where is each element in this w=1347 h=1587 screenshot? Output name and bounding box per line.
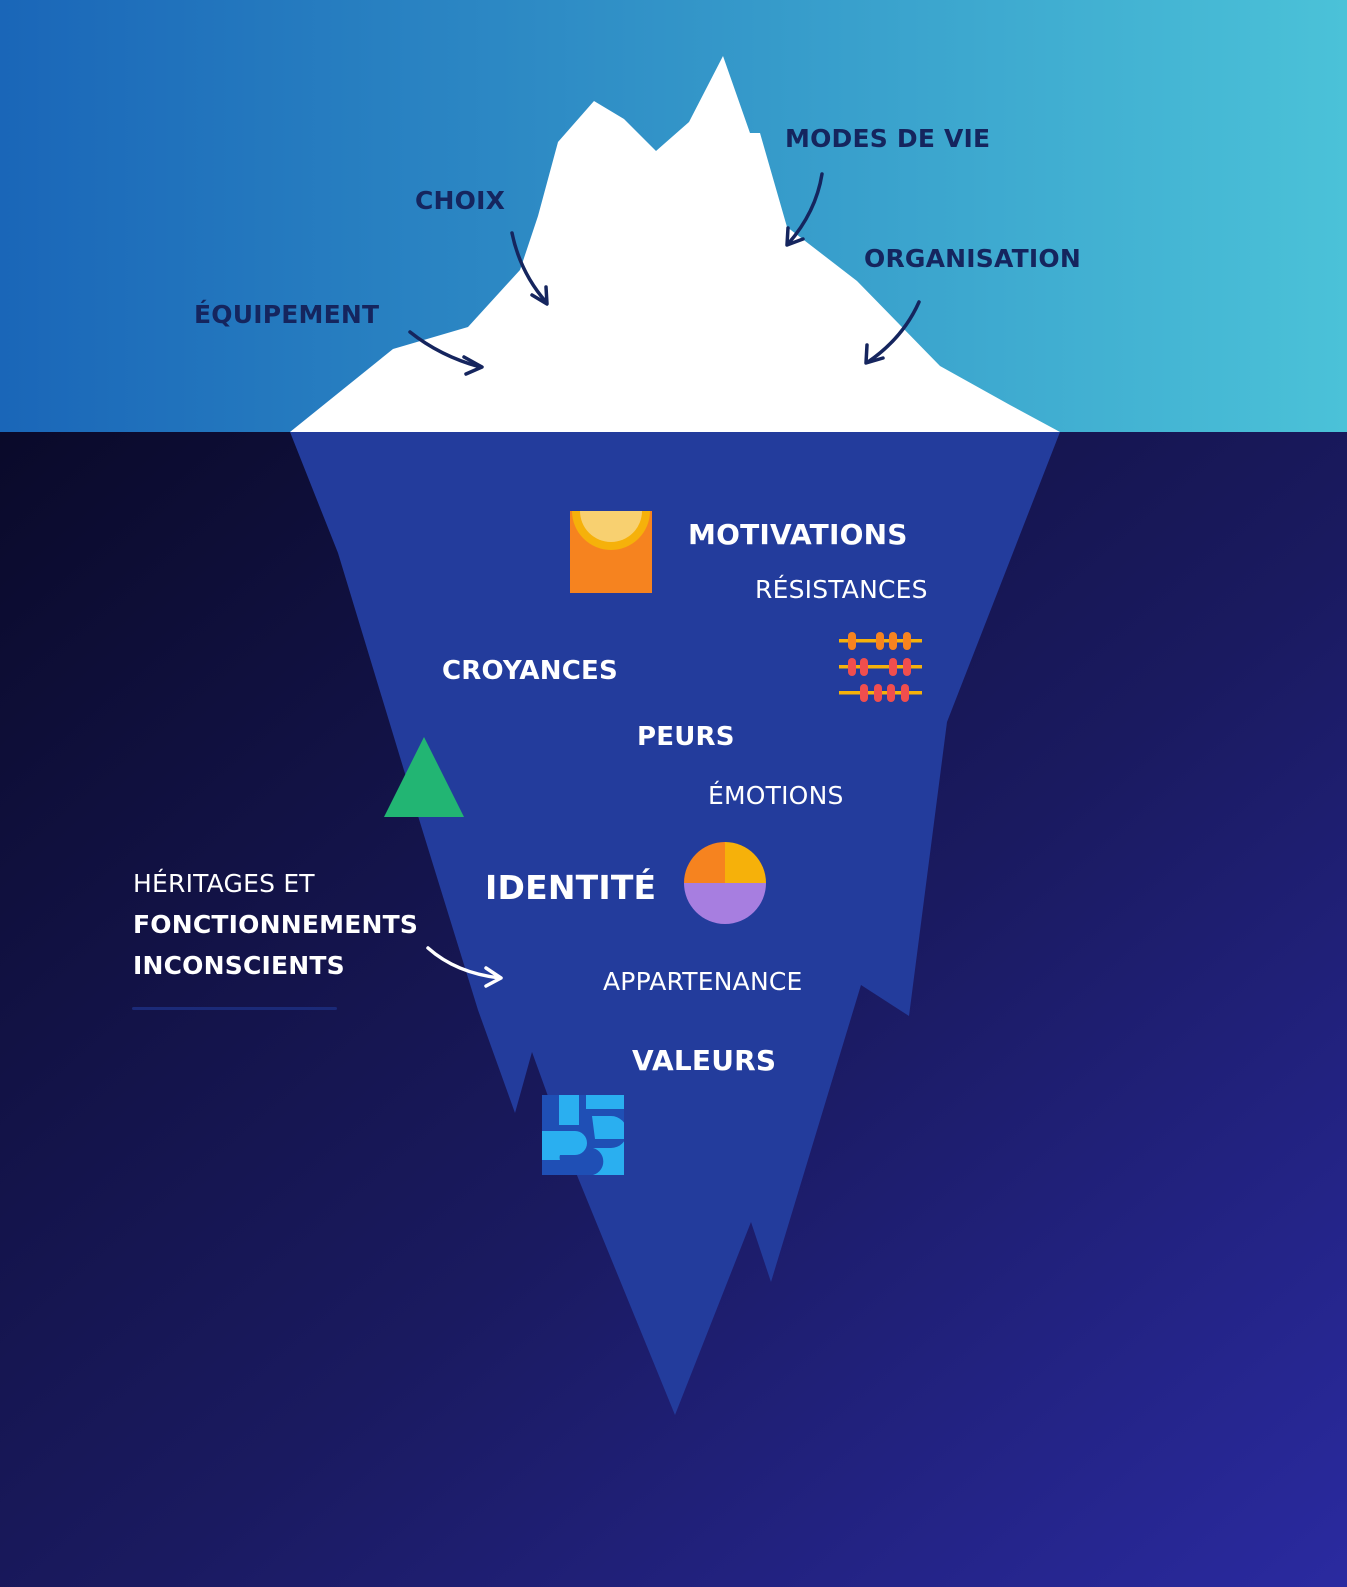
orange-square-sun-icon	[570, 511, 652, 593]
pie-circle-icon	[684, 842, 766, 924]
label-choix: CHOIX	[415, 186, 506, 215]
label-organisation: ORGANISATION	[864, 244, 1081, 273]
label-peurs: PEURS	[637, 722, 735, 752]
side-note-underline	[132, 1007, 337, 1010]
arrow-to-choix	[510, 231, 549, 306]
label-identite: IDENTITÉ	[485, 868, 657, 907]
green-triangle-icon	[384, 737, 464, 817]
label-valeurs: VALEURS	[632, 1044, 777, 1077]
blue-s-shape-icon	[542, 1095, 624, 1175]
arrow-to-iceberg-base	[426, 946, 503, 988]
arrow-to-organisation	[864, 300, 921, 365]
label-equipement: ÉQUIPEMENT	[194, 300, 380, 329]
label-motivations: MOTIVATIONS	[688, 518, 908, 551]
label-emotions: ÉMOTIONS	[708, 781, 844, 810]
label-modes-de-vie: MODES DE VIE	[785, 124, 991, 153]
iceberg-tip	[290, 56, 1060, 432]
arrow-to-modes-de-vie	[785, 172, 824, 247]
side-note-line-3: INCONSCIENTS	[133, 951, 345, 980]
side-note-line-1: HÉRITAGES ET	[133, 869, 315, 898]
arrow-to-equipement	[408, 330, 484, 376]
label-resistances: RÉSISTANCES	[755, 575, 928, 604]
label-croyances: CROYANCES	[442, 656, 618, 686]
label-appartenance: APPARTENANCE	[603, 967, 803, 996]
side-note-line-2: FONCTIONNEMENTS	[133, 910, 419, 939]
iceberg-body	[290, 432, 1060, 1415]
abacus-icon	[839, 632, 922, 702]
